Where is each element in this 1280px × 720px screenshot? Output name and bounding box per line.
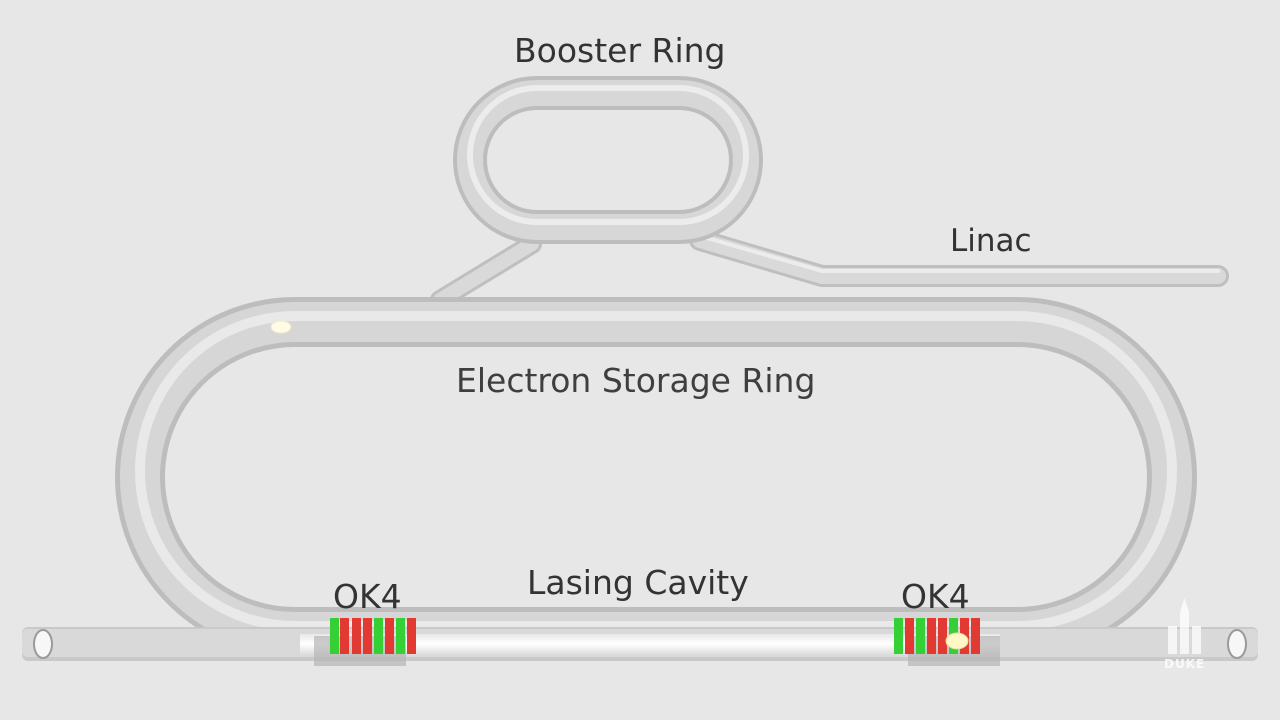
lasing-cavity-beamline xyxy=(22,627,1258,661)
electron-bunch-icon xyxy=(270,320,292,334)
left-mirror-icon xyxy=(33,629,53,659)
linac-beamline xyxy=(689,229,1229,287)
booster-ring-label: Booster Ring xyxy=(514,31,726,70)
ok4-right-wiggler xyxy=(894,618,1000,666)
booster-ring xyxy=(453,76,763,244)
chapel-logo-icon xyxy=(1168,598,1201,654)
electron-bunch-icon xyxy=(945,632,969,650)
lasing-cavity-light xyxy=(300,634,1000,656)
ok4-right-label: OK4 xyxy=(901,577,970,616)
watermark-text: DUKE xyxy=(1164,657,1206,671)
lasing-cavity-label: Lasing Cavity xyxy=(527,563,749,602)
right-mirror-icon xyxy=(1227,629,1247,659)
ok4-left-label: OK4 xyxy=(333,577,402,616)
linac-label: Linac xyxy=(950,223,1032,259)
transfer-line xyxy=(430,234,542,310)
ok4-left-wiggler xyxy=(314,618,416,666)
electron-storage-ring-label: Electron Storage Ring xyxy=(456,361,816,400)
